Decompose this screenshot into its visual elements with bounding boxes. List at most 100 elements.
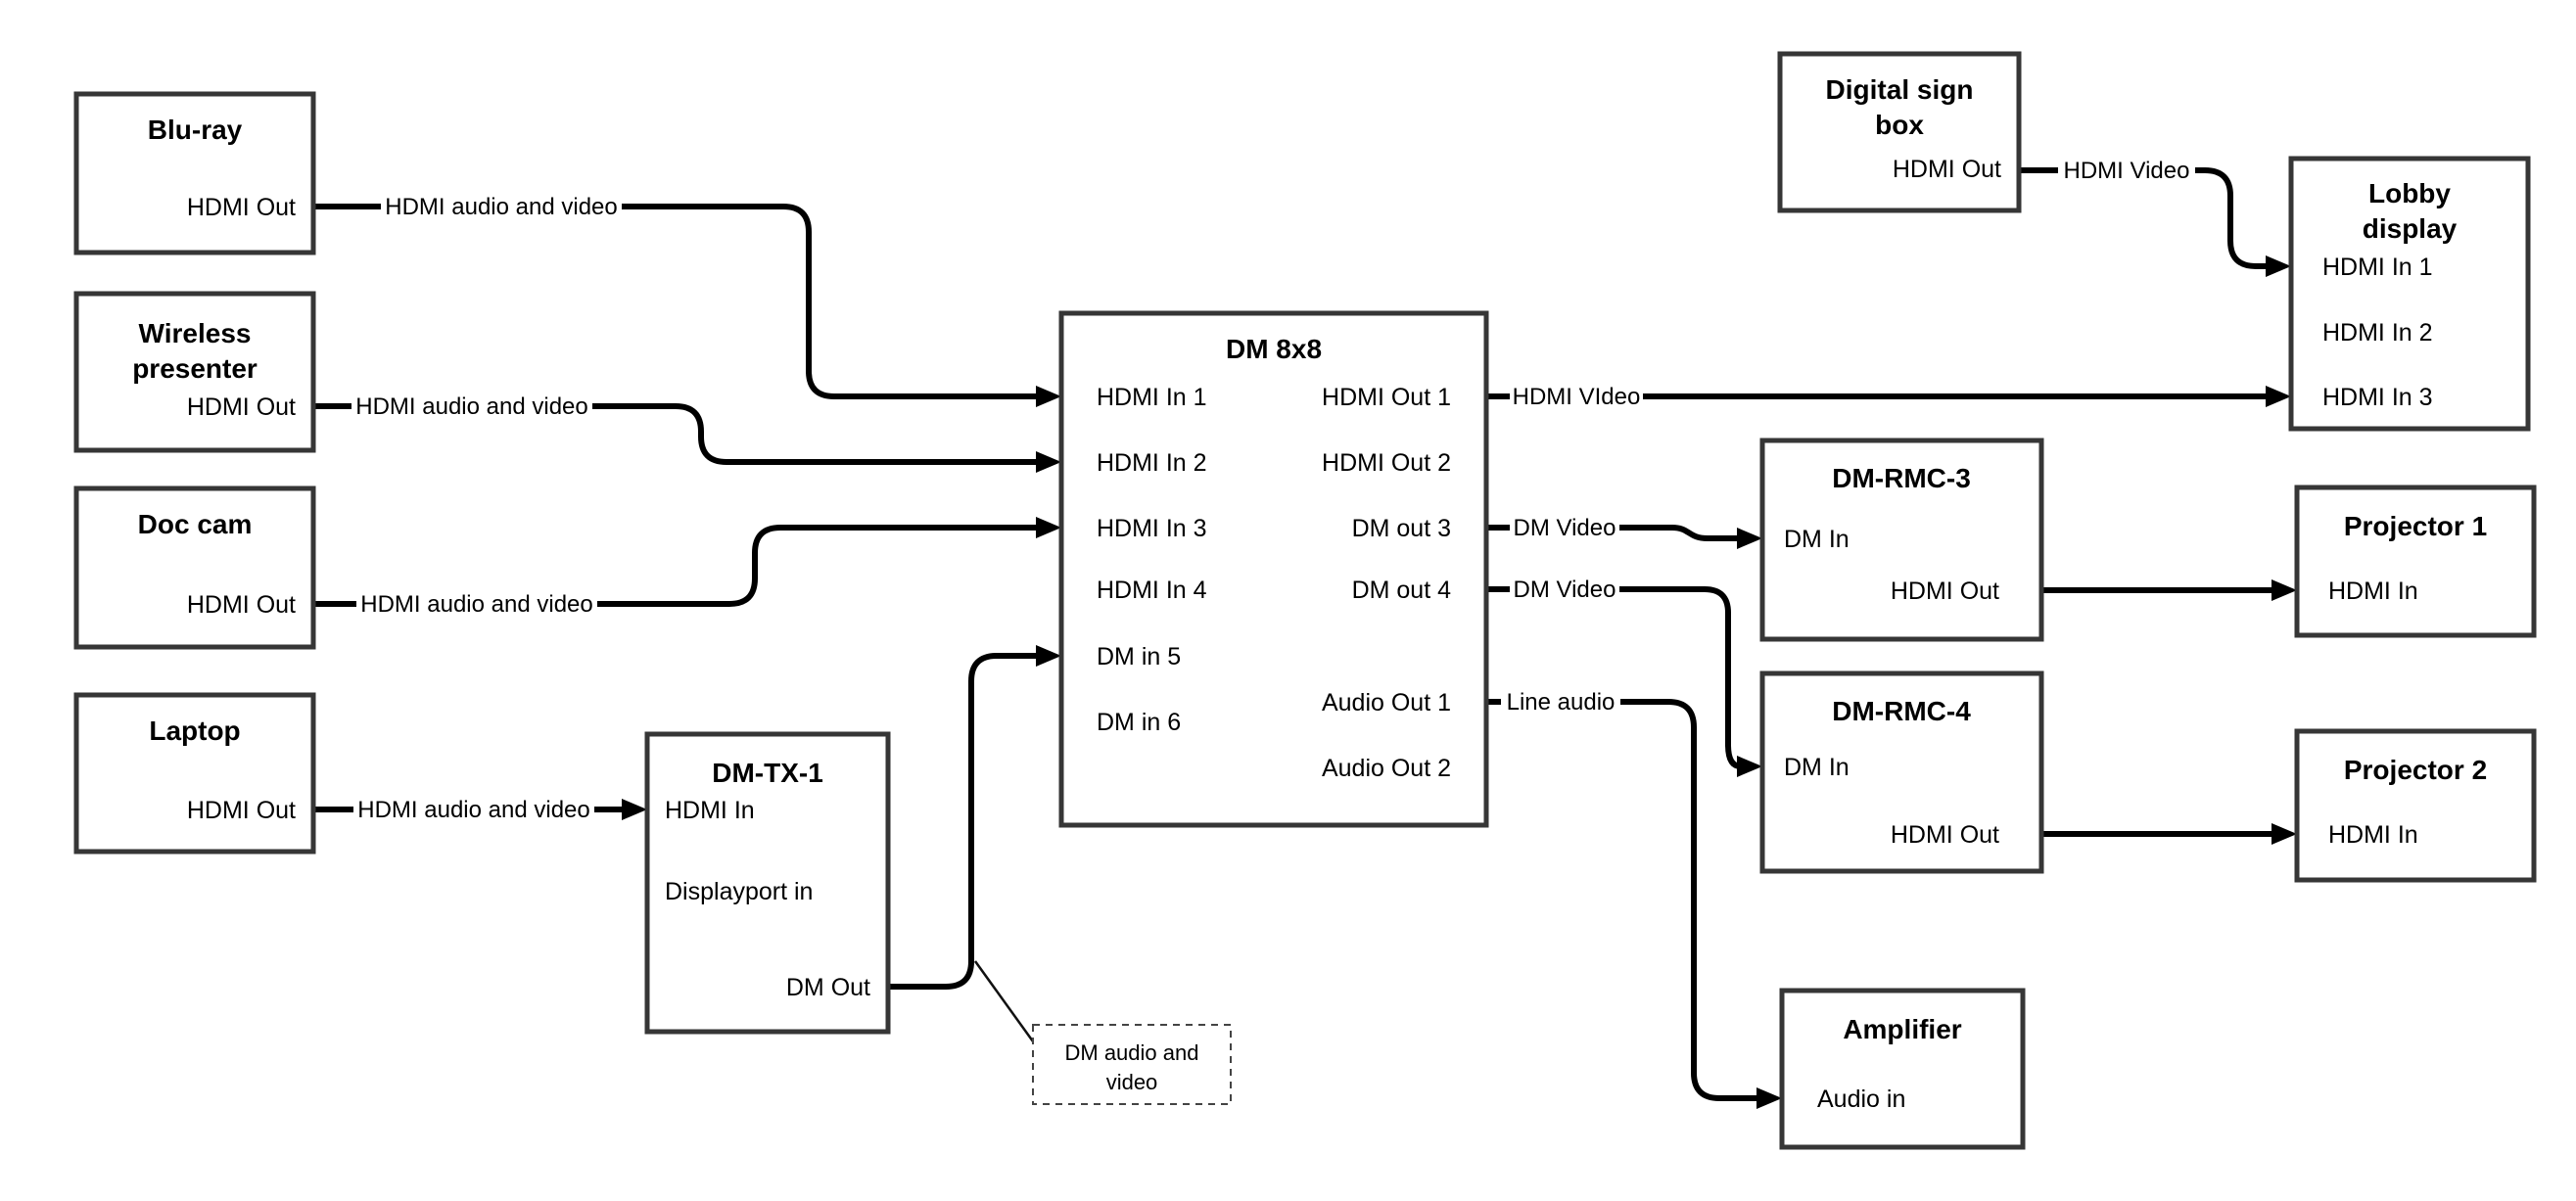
wireless-presenter-title-line1: Wireless (139, 318, 252, 348)
laptop-port-hdmi-out: HDMI Out (187, 797, 296, 824)
dm-8x8-port-dm-in-6: DM in 6 (1097, 709, 1181, 736)
dm-8x8-port-dm-in-5: DM in 5 (1097, 643, 1181, 670)
annotation-dm-audio-and-video: DM audio and video (973, 960, 1232, 1105)
dm-8x8-port-hdmi-in-4: HDMI In 4 (1097, 577, 1207, 604)
digital-sign-box (1777, 51, 2022, 213)
node-doc-cam: Doc cam HDMI Out (73, 485, 316, 650)
lobby-display-title-line2: display (2363, 213, 2458, 244)
wire-label-bg (2058, 156, 2195, 185)
node-dm-8x8: DM 8x8 HDMI In 1 HDMI In 2 HDMI In 3 HDM… (1058, 310, 1489, 828)
amplifier-port-audio-in: Audio in (1817, 1086, 1905, 1113)
dm-8x8-port-hdmi-in-3: HDMI In 3 (1097, 515, 1207, 542)
digital-sign-title-line1: Digital sign (1826, 74, 1974, 105)
lobby-display-box (2288, 156, 2531, 432)
dm-8x8-port-hdmi-out-2: HDMI Out 2 (1322, 449, 1451, 477)
wire-bluray-to-dm8x8-in1 (313, 204, 1036, 399)
projector-2-title: Projector 2 (2344, 755, 2487, 785)
annotation-dashed-box (1032, 1024, 1232, 1105)
wire-labels: HDMI audio and video HDMI audio and vide… (351, 156, 2195, 824)
doc-cam-box (73, 485, 316, 650)
arrowhead-dm8x8-in2 (1036, 451, 1061, 473)
lobby-display-port-hdmi-in-1: HDMI In 1 (2322, 254, 2433, 281)
wire-dm8x8-out4-to-rmc4 (1486, 586, 1742, 769)
wire-dm8x8-audio1-to-amp (1486, 699, 1756, 1101)
node-amplifier: Amplifier Audio in (1779, 988, 2026, 1150)
projector-1-title: Projector 1 (2344, 511, 2487, 541)
wire-digitalsign-to-lobby-in1 (2019, 167, 2266, 269)
node-digital-sign-box: Digital sign box HDMI Out (1777, 51, 2022, 213)
wire-label-bluray: HDMI audio and video (385, 194, 617, 220)
arrowhead-lobby-in3 (2266, 386, 2291, 407)
dm-rmc-3-port-dm-in: DM In (1784, 526, 1850, 553)
dm-rmc-4-title: DM-RMC-4 (1832, 696, 1971, 726)
node-wireless-presenter: Wireless presenter HDMI Out (73, 291, 316, 453)
bluray-box (73, 91, 316, 255)
annotation-text-line2: video (1106, 1070, 1158, 1094)
wire-label-bg (1510, 513, 1619, 542)
lobby-display-port-hdmi-in-3: HDMI In 3 (2322, 384, 2433, 411)
dm-8x8-port-audio-out-2: Audio Out 2 (1322, 755, 1451, 782)
arrowhead-amp-audio-in (1756, 1087, 1782, 1109)
digital-sign-title-line2: box (1875, 110, 1924, 140)
dm-tx-1-port-hdmi-in: HDMI In (665, 797, 755, 824)
wire-label-dm-video-out3: DM Video (1514, 515, 1616, 541)
dm-8x8-port-hdmi-in-1: HDMI In 1 (1097, 384, 1207, 411)
wireless-presenter-box (73, 291, 316, 453)
dm-8x8-port-hdmi-out-1: HDMI Out 1 (1322, 384, 1451, 411)
wire-label-dm-video-out4: DM Video (1514, 577, 1616, 603)
wire-label-wireless: HDMI audio and video (355, 393, 587, 420)
lobby-display-port-hdmi-in-2: HDMI In 2 (2322, 319, 2433, 346)
amplifier-title: Amplifier (1843, 1014, 1961, 1044)
wire-label-bg (1510, 575, 1619, 604)
arrowhead-lobby-in1 (2266, 255, 2291, 277)
dm-rmc-3-port-hdmi-out: HDMI Out (1891, 577, 1999, 605)
node-projector-1: Projector 1 HDMI In (2294, 485, 2537, 638)
laptop-box (73, 692, 316, 855)
wire-dmtx1-to-dm8x8-in5 (888, 653, 1036, 990)
dm-rmc-4-box (1759, 670, 2044, 874)
arrowheads (622, 255, 2297, 1109)
arrowhead-dmtx1-hdmi-in (622, 799, 647, 820)
node-dm-tx-1: DM-TX-1 HDMI In Displayport in DM Out (644, 731, 891, 1035)
projector-2-box (2294, 728, 2537, 883)
arrowhead-projector1-hdmi-in (2272, 579, 2297, 601)
wire-doccam-to-dm8x8-in3 (313, 525, 1036, 607)
dm-rmc-3-title: DM-RMC-3 (1832, 463, 1971, 493)
wire-label-bg (356, 589, 597, 619)
arrowhead-rmc4-dm-in (1737, 756, 1762, 777)
arrowhead-dm8x8-in1 (1036, 386, 1061, 407)
dm-8x8-title: DM 8x8 (1226, 334, 1322, 364)
arrowhead-dm8x8-in5 (1036, 645, 1061, 667)
wire-label-line-audio: Line audio (1507, 689, 1616, 716)
dm-rmc-4-port-hdmi-out: HDMI Out (1891, 821, 1999, 849)
projector-1-box (2294, 485, 2537, 638)
wire-label-doccam: HDMI audio and video (360, 591, 592, 618)
annotation-text-line1: DM audio and (1065, 1040, 1199, 1065)
projector-2-port-hdmi-in: HDMI In (2328, 821, 2418, 849)
wire-label-bg (1510, 382, 1643, 411)
doc-cam-port-hdmi-out: HDMI Out (187, 591, 296, 619)
wire-label-bg (351, 392, 592, 421)
dm-8x8-port-dm-out-3: DM out 3 (1352, 515, 1451, 542)
arrowhead-dm8x8-in3 (1036, 517, 1061, 538)
node-dm-rmc-4: DM-RMC-4 DM In HDMI Out (1759, 670, 2044, 874)
annotation-leader-line (973, 960, 1035, 1042)
wire-label-laptop: HDMI audio and video (357, 797, 589, 823)
dm-tx-1-title: DM-TX-1 (712, 758, 823, 788)
dm-8x8-port-dm-out-4: DM out 4 (1352, 577, 1452, 604)
dm-tx-1-port-dm-out: DM Out (786, 974, 870, 1001)
node-dm-rmc-3: DM-RMC-3 DM In HDMI Out (1759, 438, 2044, 642)
lobby-display-title-line1: Lobby (2368, 178, 2451, 208)
node-laptop: Laptop HDMI Out (73, 692, 316, 855)
amplifier-box (1779, 988, 2026, 1150)
laptop-title: Laptop (149, 716, 240, 746)
bluray-title: Blu-ray (148, 115, 243, 145)
bluray-port-hdmi-out: HDMI Out (187, 194, 296, 221)
wire-label-hdmi-video-sign: HDMI Video (2064, 158, 2190, 184)
node-lobby-display: Lobby display HDMI In 1 HDMI In 2 HDMI I… (2288, 156, 2531, 432)
wire-label-hdmi-video-out1: HDMI VIdeo (1513, 384, 1641, 410)
wire-label-bg (353, 795, 594, 824)
dm-rmc-3-box (1759, 438, 2044, 642)
